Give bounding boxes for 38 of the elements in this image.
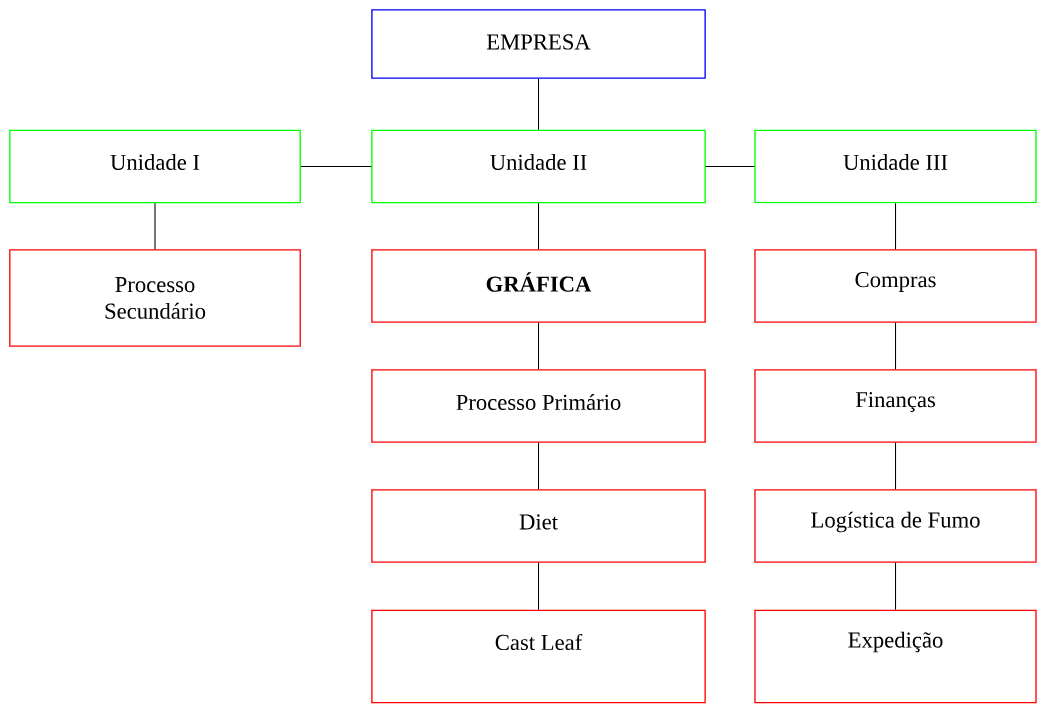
connector-line — [537, 442, 540, 490]
org-box — [754, 489, 1037, 563]
box-label: Logística de Fumo — [811, 511, 980, 533]
connector-line — [300, 165, 372, 168]
org-box — [754, 249, 1037, 323]
org-box — [371, 9, 706, 79]
box-label: Processo Secundário — [105, 277, 206, 319]
connector-line — [537, 202, 540, 250]
box-label: Finanças — [855, 392, 935, 412]
box-label: Compras — [855, 272, 936, 292]
connector-line — [894, 322, 897, 370]
box-label: Unidade I — [110, 154, 200, 170]
org-box — [371, 609, 706, 704]
box-label: Expedição — [848, 631, 943, 653]
connector-line — [705, 165, 755, 168]
org-box — [754, 129, 1037, 204]
connector-line — [537, 562, 540, 611]
org-box — [9, 249, 301, 347]
box-label: Unidade III — [843, 154, 948, 170]
connector-line — [537, 322, 540, 370]
connector-line — [894, 442, 897, 490]
org-box — [371, 489, 706, 563]
box-label: Cast Leaf — [495, 633, 583, 651]
box-label: GRÁFICA — [486, 272, 592, 292]
org-box — [371, 249, 706, 323]
box-label: Diet — [519, 514, 558, 530]
connector-line — [894, 562, 897, 611]
org-box — [754, 609, 1037, 704]
connector-line — [894, 202, 897, 250]
connector-line — [154, 202, 156, 250]
box-label: Unidade II — [490, 154, 587, 170]
org-box — [754, 369, 1037, 443]
org-box — [371, 369, 706, 443]
connector-line — [537, 78, 540, 131]
box-label: Processo Primário — [456, 394, 621, 410]
box-label: EMPRESA — [486, 34, 591, 50]
org-box — [9, 129, 301, 204]
org-box — [371, 129, 706, 204]
